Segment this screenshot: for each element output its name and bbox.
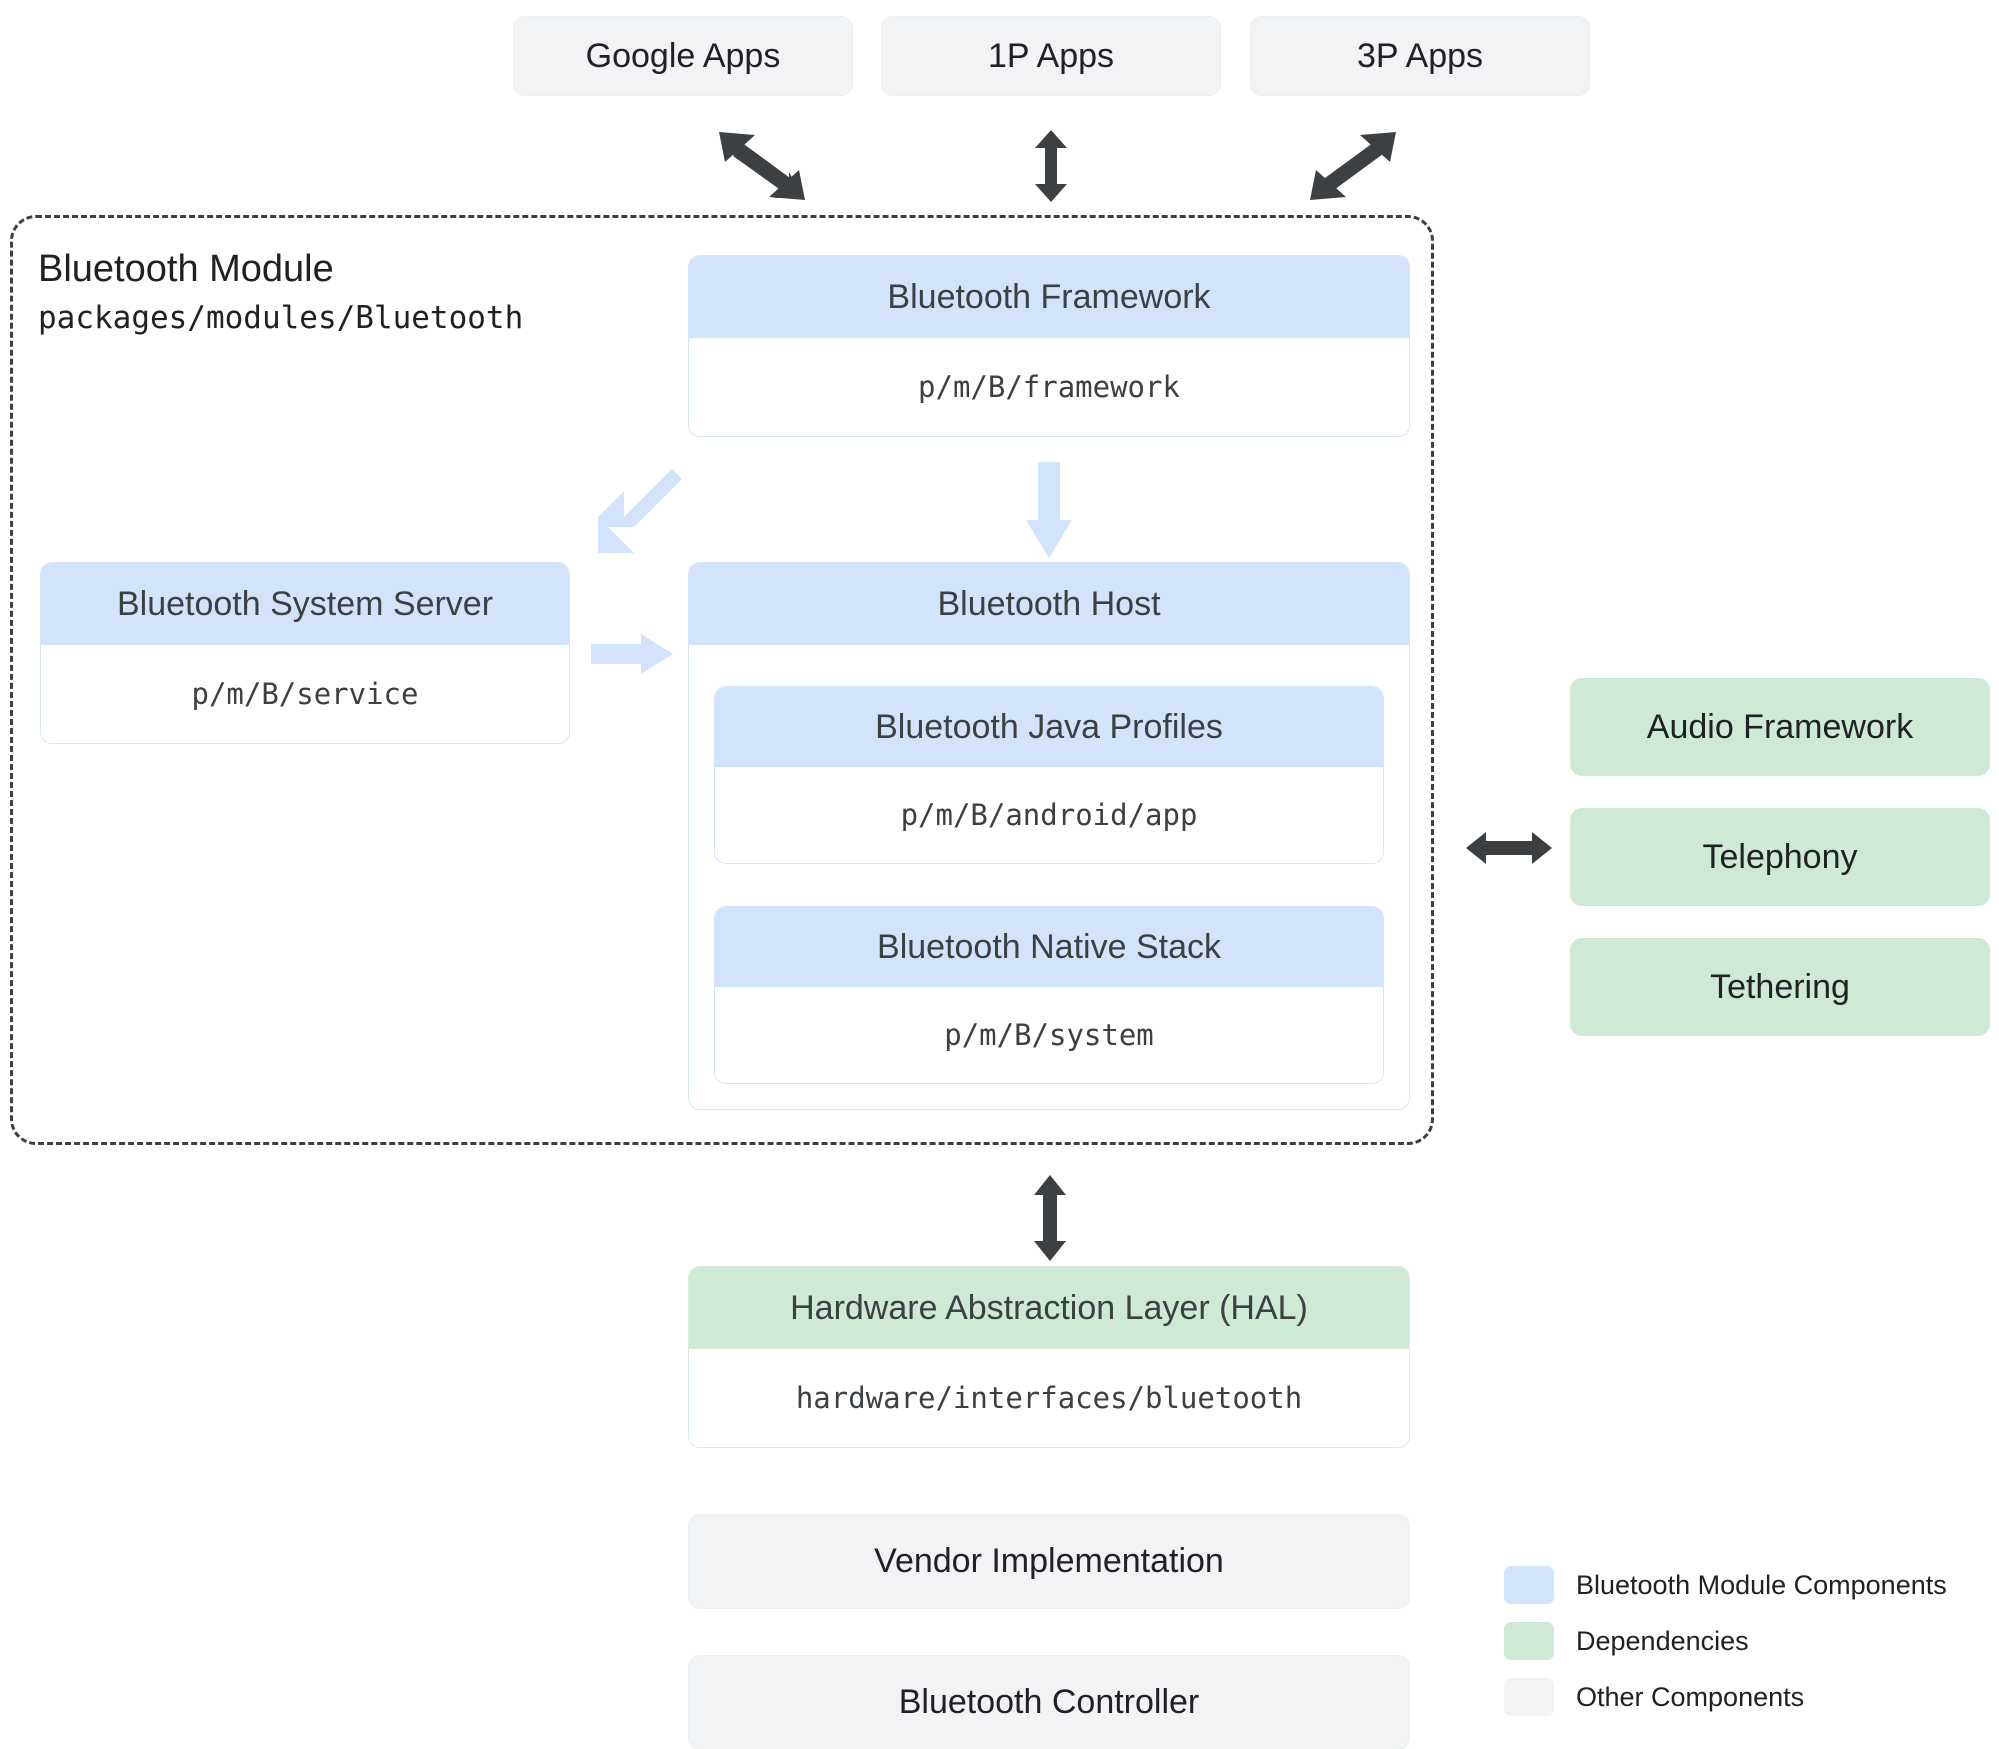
hal-path: hardware/interfaces/bluetooth <box>689 1349 1409 1447</box>
app-box-1p-apps[interactable]: 1P Apps <box>881 16 1221 96</box>
hal-title: Hardware Abstraction Layer (HAL) <box>689 1267 1409 1349</box>
app-box-3p-apps[interactable]: 3P Apps <box>1250 16 1590 96</box>
bluetooth-host-title: Bluetooth Host <box>689 563 1409 645</box>
dependency-label: Telephony <box>1702 837 1858 876</box>
vendor-implementation-box[interactable]: Vendor Implementation <box>688 1514 1410 1609</box>
legend: Bluetooth Module Components Dependencies… <box>1504 1566 1947 1716</box>
bluetooth-controller-box[interactable]: Bluetooth Controller <box>688 1655 1410 1749</box>
bluetooth-system-server-path: p/m/B/service <box>41 645 569 743</box>
legend-item-dependencies: Dependencies <box>1504 1622 1947 1660</box>
bluetooth-system-server-box[interactable]: Bluetooth System Server p/m/B/service <box>40 562 570 744</box>
legend-swatch-grey <box>1504 1678 1554 1716</box>
legend-label: Other Components <box>1576 1681 1805 1712</box>
legend-label: Bluetooth Module Components <box>1576 1569 1947 1600</box>
double-diagonal-down-right-icon <box>719 132 805 200</box>
module-name: Bluetooth Module <box>38 248 334 290</box>
dependency-box-audio-framework[interactable]: Audio Framework <box>1570 678 1990 776</box>
legend-item-module-components: Bluetooth Module Components <box>1504 1566 1947 1604</box>
module-to-dependencies-arrow-icon <box>1466 830 1552 866</box>
bluetooth-framework-box[interactable]: Bluetooth Framework p/m/B/framework <box>688 255 1410 437</box>
dependency-box-tethering[interactable]: Tethering <box>1570 938 1990 1036</box>
module-path: packages/modules/Bluetooth <box>38 299 524 336</box>
dependency-box-telephony[interactable]: Telephony <box>1570 808 1990 906</box>
framework-to-host-arrow-icon <box>1025 462 1073 560</box>
double-diagonal-up-right-icon <box>1310 132 1396 200</box>
app-box-google-apps[interactable]: Google Apps <box>513 16 853 96</box>
app-box-label: 3P Apps <box>1356 36 1484 75</box>
module-label-group: Bluetooth Module packages/modules/Blueto… <box>38 248 523 338</box>
bluetooth-native-stack-title: Bluetooth Native Stack <box>715 907 1383 987</box>
module-to-hal-arrow-icon <box>1032 1175 1068 1261</box>
dependency-label: Tethering <box>1710 967 1850 1006</box>
bluetooth-native-stack-box[interactable]: Bluetooth Native Stack p/m/B/system <box>714 906 1384 1084</box>
dependency-label: Audio Framework <box>1646 707 1914 746</box>
bluetooth-framework-path: p/m/B/framework <box>689 338 1409 436</box>
bottom-box-label: Bluetooth Controller <box>898 1683 1200 1722</box>
app-box-label: Google Apps <box>585 36 781 75</box>
framework-to-system-server-arrow-icon <box>598 465 688 555</box>
bottom-box-label: Vendor Implementation <box>874 1542 1224 1581</box>
bluetooth-framework-title: Bluetooth Framework <box>689 256 1409 338</box>
app-box-label: 1P Apps <box>987 36 1115 75</box>
bluetooth-java-profiles-box[interactable]: Bluetooth Java Profiles p/m/B/android/ap… <box>714 686 1384 864</box>
bluetooth-system-server-title: Bluetooth System Server <box>41 563 569 645</box>
bluetooth-native-stack-path: p/m/B/system <box>715 987 1383 1083</box>
hal-box[interactable]: Hardware Abstraction Layer (HAL) hardwar… <box>688 1266 1410 1448</box>
bluetooth-java-profiles-path: p/m/B/android/app <box>715 767 1383 863</box>
bluetooth-module-container <box>10 215 1434 1145</box>
legend-item-other-components: Other Components <box>1504 1678 1947 1716</box>
legend-swatch-green <box>1504 1622 1554 1660</box>
legend-label: Dependencies <box>1576 1625 1749 1656</box>
double-vertical-icon <box>1034 130 1068 202</box>
bluetooth-java-profiles-title: Bluetooth Java Profiles <box>715 687 1383 767</box>
legend-swatch-blue <box>1504 1566 1554 1604</box>
system-server-to-host-arrow-icon <box>591 633 674 675</box>
